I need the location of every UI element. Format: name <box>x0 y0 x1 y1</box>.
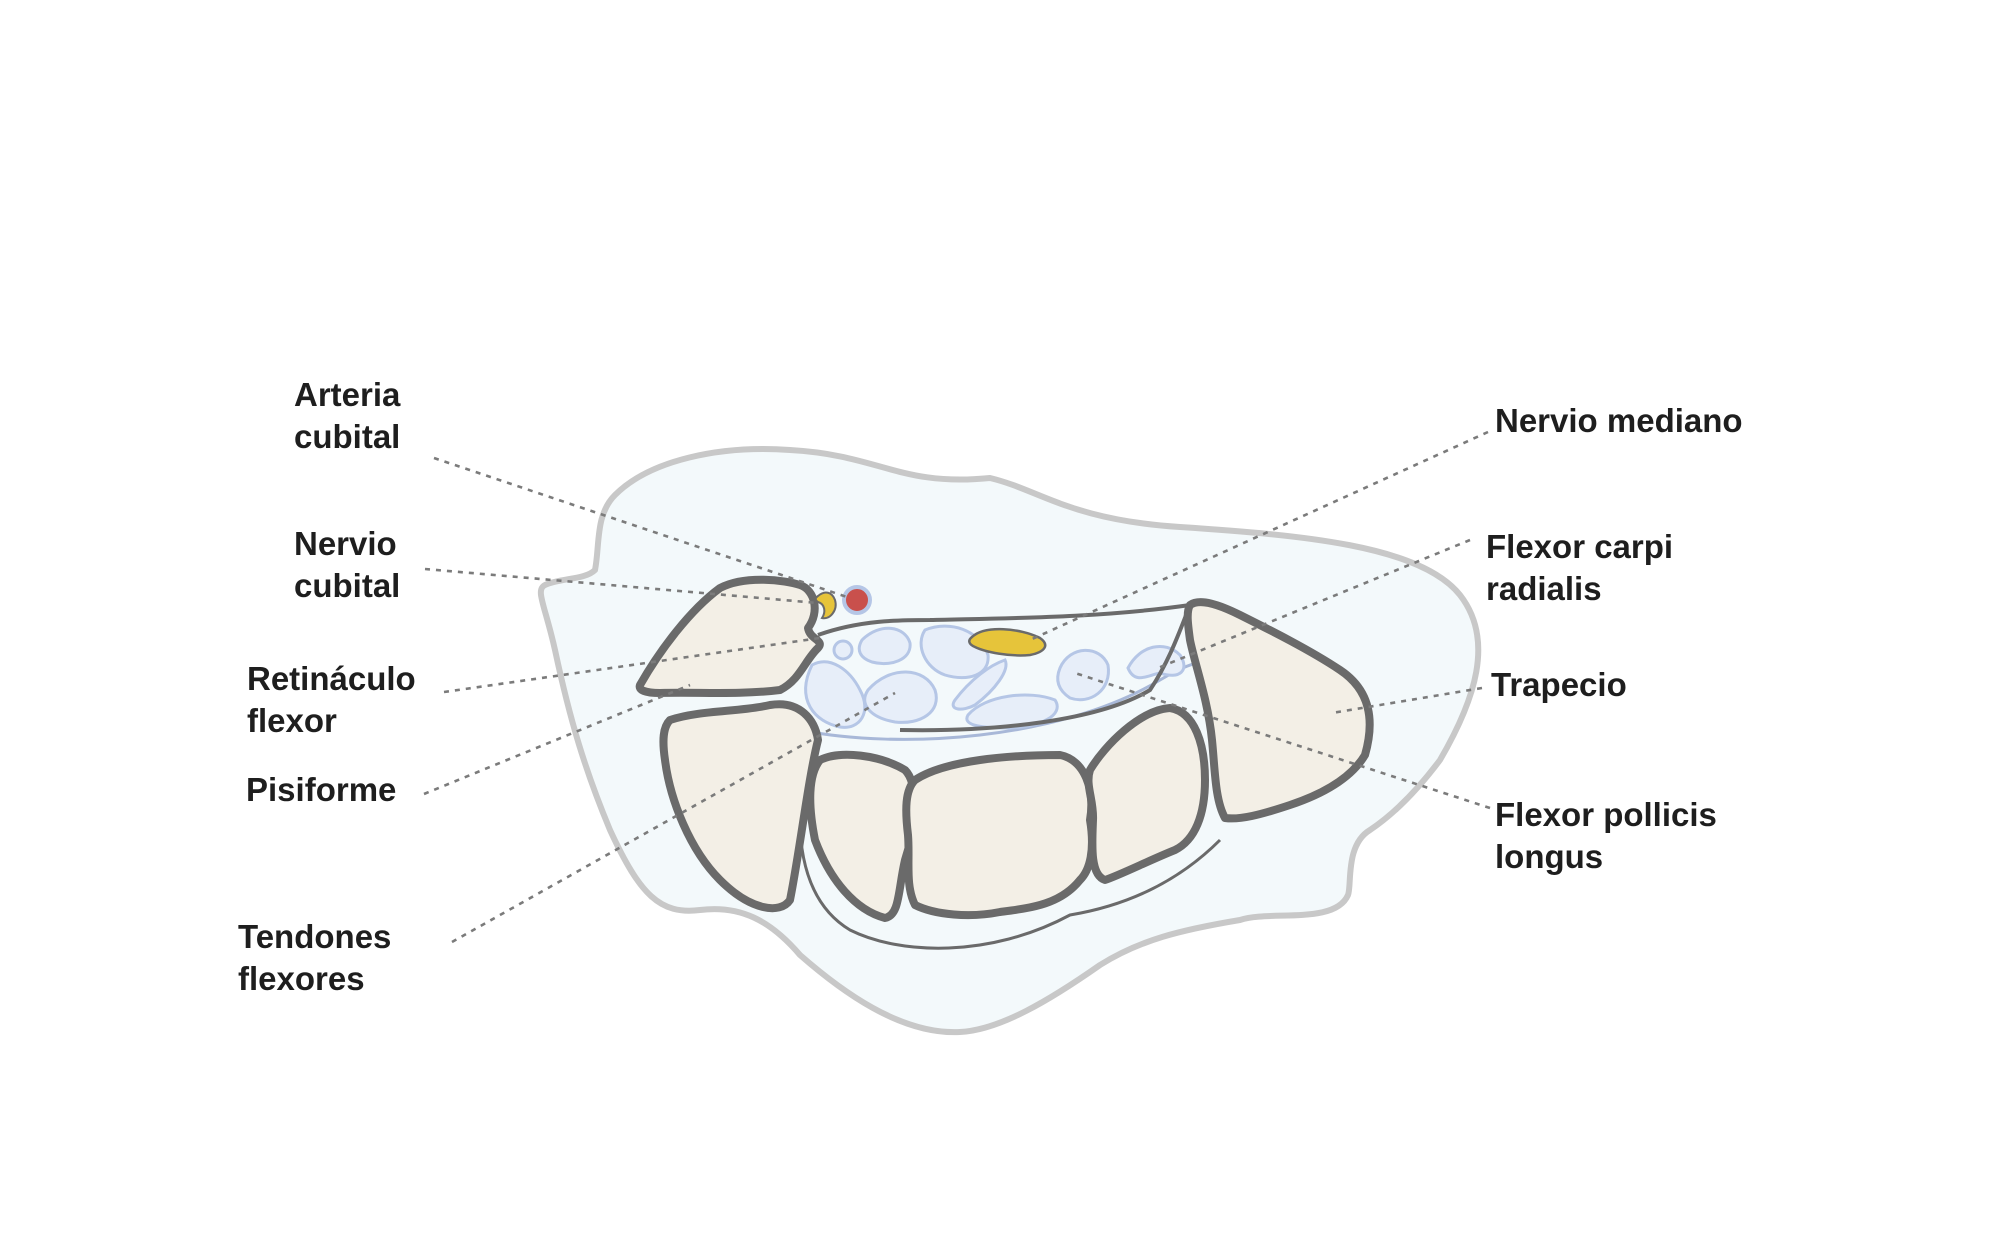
label-line: radialis <box>1486 570 1602 607</box>
label-line: Nervio <box>294 525 397 562</box>
label-line: Flexor pollicis <box>1495 796 1717 833</box>
tendon <box>804 660 867 729</box>
label-line: Pisiforme <box>246 771 397 808</box>
tendon <box>951 658 1008 711</box>
label-line: Arteria <box>294 376 401 413</box>
leader-pisiforme <box>423 683 691 796</box>
carpal-bones <box>635 575 1374 922</box>
leader-tendones-flexores <box>451 691 896 944</box>
label-line: Trapecio <box>1491 666 1627 703</box>
leader-flexor-pollicis-longus <box>1074 671 1491 810</box>
pisiform-bone <box>635 575 824 697</box>
label-nervio-mediano: Nervio mediano <box>1495 400 1743 442</box>
leader-arteria-cubital <box>433 456 851 600</box>
label-line: Flexor carpi <box>1486 528 1674 565</box>
tendon <box>832 639 854 661</box>
leader-nervio-mediano <box>1029 430 1489 642</box>
capitate-bone <box>806 750 919 922</box>
label-pisiforme: Pisiforme <box>246 769 396 811</box>
leader-flexor-carpi-radialis <box>1157 538 1471 670</box>
label-tendones-flexores: Tendones flexores <box>238 916 391 1000</box>
label-line: cubital <box>294 418 401 455</box>
label-arteria-cubital: Arteria cubital <box>294 374 400 458</box>
trapezoid-bone <box>902 751 1096 920</box>
hamate-bone <box>659 700 822 913</box>
label-line: longus <box>1495 838 1604 875</box>
label-line: flexor <box>247 702 337 739</box>
ulnar-nerve <box>814 591 837 620</box>
label-line: cubital <box>294 567 401 604</box>
ulnar-artery <box>842 585 872 615</box>
label-flexor-carpi-radialis: Flexor carpi radialis <box>1486 526 1673 610</box>
tendon <box>1056 648 1110 702</box>
label-line: Retináculo <box>247 660 416 697</box>
label-flexor-pollicis-longus: Flexor pollicis longus <box>1495 794 1717 878</box>
label-line: Nervio mediano <box>1495 402 1743 439</box>
leader-retinaculo-flexor <box>443 636 821 694</box>
carpal-tunnel-boundary <box>798 739 1222 950</box>
scaphoid-bone <box>1084 704 1209 884</box>
label-trapecio: Trapecio <box>1491 664 1627 706</box>
label-nervio-cubital: Nervio cubital <box>294 523 400 607</box>
median-nerve <box>968 627 1047 657</box>
leader-trapecio <box>1331 686 1483 715</box>
label-line: Tendones <box>238 918 392 955</box>
label-retinaculo-flexor: Retináculo flexor <box>247 658 416 742</box>
trapezium-bone <box>1183 598 1374 823</box>
leader-lines <box>423 430 1491 944</box>
label-line: flexores <box>238 960 365 997</box>
tendon <box>863 670 938 724</box>
tendon <box>857 626 912 666</box>
tendon <box>965 693 1059 730</box>
